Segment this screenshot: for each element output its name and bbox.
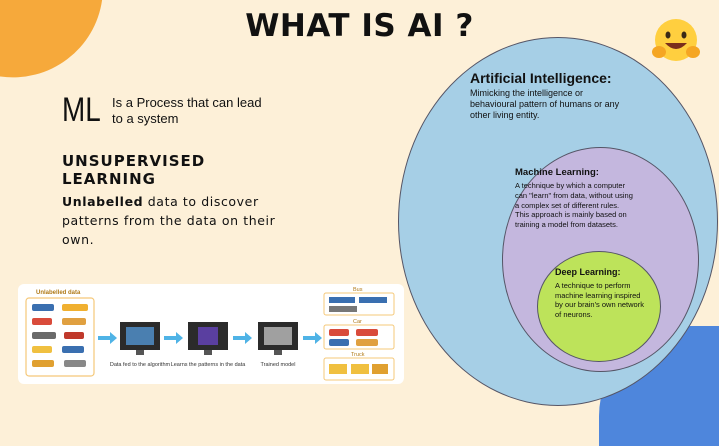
unsupervised-rest: data to discover patterns from the data … <box>62 194 276 247</box>
group-car-label: Car <box>353 319 362 325</box>
step-data-fed-label: Data fed to the algorithm <box>110 362 171 368</box>
ml-acronym: ML <box>62 91 101 129</box>
ml-circle-description: A technique by which a computer can "lea… <box>515 181 633 230</box>
ml-heading: Machine Learning: <box>515 167 599 178</box>
arrow-icon <box>98 332 322 344</box>
dl-text-block: Deep Learning: A technique to perform ma… <box>555 267 645 319</box>
bus-icon <box>329 297 387 312</box>
pipeline-illustration: Unlabelled data Data fed to the algorith… <box>25 287 395 381</box>
unsupervised-pipeline-panel: Unlabelled data Data fed to the algorith… <box>18 284 404 384</box>
dl-description: A technique to perform machine learning … <box>555 281 644 319</box>
ai-heading: Artificial Intelligence: <box>470 70 612 86</box>
group-truck-label: Truck <box>351 352 365 358</box>
step-trained-label: Trained model <box>261 362 296 368</box>
hugging-face-emoji-icon <box>652 19 700 61</box>
ai-description: Mimicking the intelligence or behavioura… <box>470 88 620 120</box>
unlabelled-bold: Unlabelled <box>62 194 144 209</box>
step-learns-label: Learns the patterns in the data <box>171 362 247 368</box>
car-icon <box>32 304 88 367</box>
group-car-box <box>323 324 395 350</box>
ai-text-block: Artificial Intelligence: Mimicking the i… <box>470 70 660 121</box>
car-icon <box>329 329 378 346</box>
dl-circle <box>537 251 661 362</box>
ml-description: Is a Process that can lead to a system <box>112 95 262 126</box>
unsupervised-description: Unlabelled data to discover patterns fro… <box>62 192 287 249</box>
group-truck-box <box>323 357 395 381</box>
truck-icon <box>329 364 388 374</box>
unsupervised-heading: UNSUPERVISED LEARNING <box>62 152 206 188</box>
unlabelled-data-box <box>25 297 95 377</box>
unlabelled-data-label: Unlabelled data <box>36 290 81 296</box>
ml-text-block: Machine Learning: A technique by which a… <box>515 167 635 230</box>
group-bus-box <box>323 292 395 316</box>
dl-heading: Deep Learning: <box>555 267 621 277</box>
monitor-icon <box>120 322 298 355</box>
ml-definition: ML Is a Process that can lead to a syste… <box>62 93 272 127</box>
page-title: WHAT IS AI ? <box>245 8 474 44</box>
group-bus-label: Bus <box>353 287 363 293</box>
